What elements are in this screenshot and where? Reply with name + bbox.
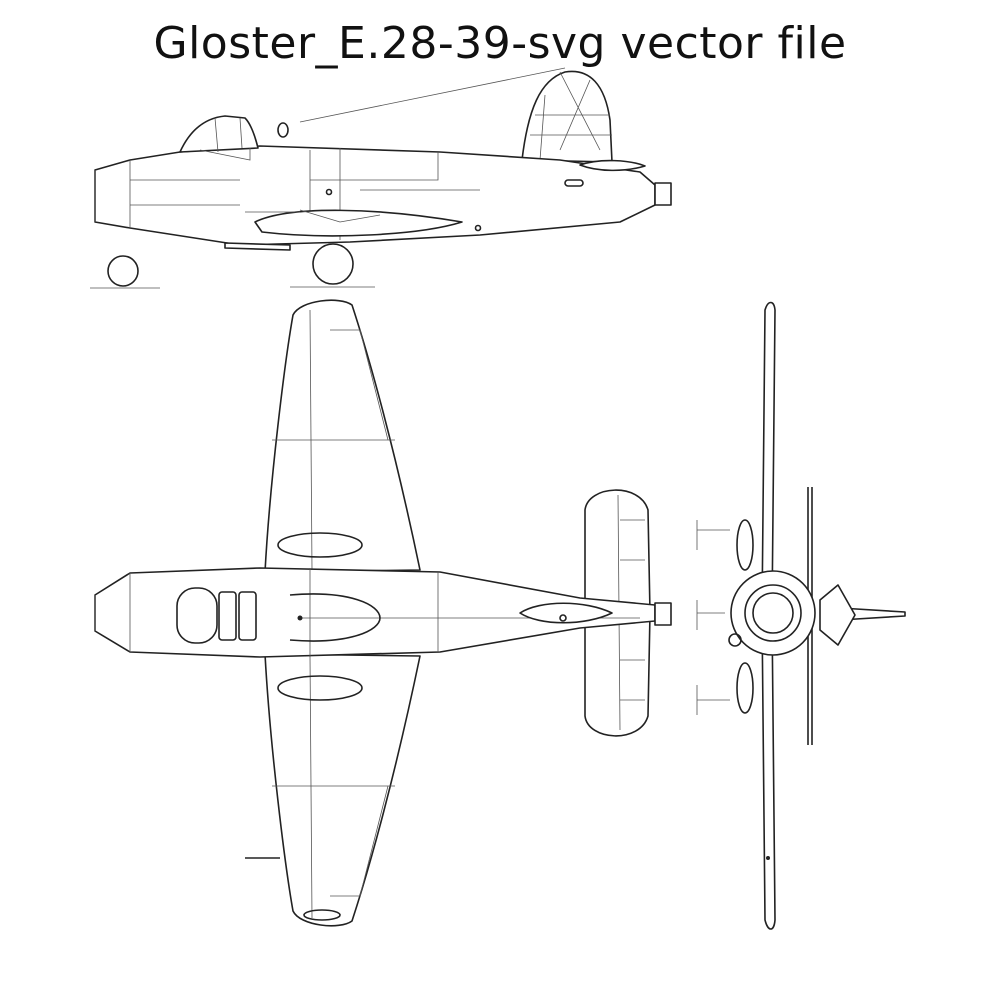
tail-fin xyxy=(521,70,613,163)
cockpit-canopy xyxy=(176,587,218,644)
front-view xyxy=(696,301,906,930)
upper-wing xyxy=(264,299,421,573)
side-view xyxy=(90,67,672,289)
top-view xyxy=(94,299,672,927)
main-wheel xyxy=(312,243,354,285)
intake xyxy=(579,159,646,172)
page-title: Gloster_E.28-39-svg vector file xyxy=(153,18,847,69)
jet-exhaust xyxy=(654,182,672,206)
canopy xyxy=(179,115,259,153)
nose-wheel xyxy=(107,255,139,287)
antenna-wire xyxy=(299,67,566,123)
fuselage-front xyxy=(730,570,816,656)
lower-wing xyxy=(264,653,421,927)
